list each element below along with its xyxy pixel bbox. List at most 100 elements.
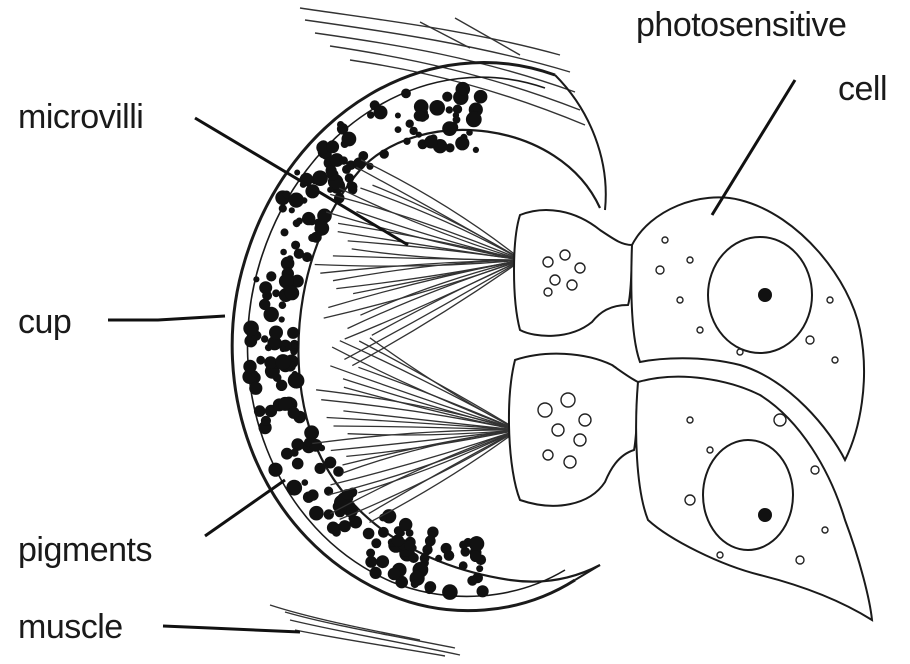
pigment-granule [363,528,375,540]
pigment-granule [340,156,348,164]
pigment-granule [395,126,402,133]
pigment-granule [286,480,302,496]
pigment-granule [317,209,332,224]
pigment-granule [339,520,351,532]
pigment-granule [442,92,452,102]
pigment-granule [366,549,375,558]
pigment-granule [395,113,401,119]
pigment-granule [261,416,271,426]
pigment-granule [441,543,452,554]
pigment-granule [425,586,433,594]
pigment-granule [459,87,467,95]
pigment-granule [304,438,313,447]
pigment-granule [459,561,468,570]
pigment-granule [275,354,291,370]
pigment-granule [453,105,462,114]
pigment-granule [288,407,300,419]
pigment-granule [243,321,259,337]
pigment-granule [326,140,339,153]
microvillus [332,347,518,430]
pigment-granule [279,316,285,322]
pigment-granule [285,286,299,300]
pigment-granule [442,584,458,600]
microvillus [344,260,522,359]
leader-muscle [163,626,300,632]
leader-microvilli [195,118,408,245]
label-cell: cell [838,72,887,106]
pigment-granules [242,82,488,600]
pigment-granule [327,187,333,193]
label-pigments: pigments [18,533,152,567]
pigment-granule [406,529,414,537]
pigment-granule [376,555,389,568]
pigment-granule [268,463,282,477]
pigment-granule [272,289,280,297]
pigment-granule [367,111,374,118]
pigment-granule [294,249,304,259]
pigment-granule [289,207,295,213]
pigment-granule [470,578,476,584]
leader-photosensitive [712,80,795,215]
pigment-granule [473,104,481,112]
pigment-granule [266,271,276,281]
pigment-granule [342,132,357,147]
pigment-granule [409,127,417,135]
leader-cup [108,316,225,320]
pigment-granule [337,121,344,128]
pigment-granule [254,405,266,417]
pigment-granule [256,356,265,365]
pigment-granule [429,100,445,116]
pigment-granule [470,551,481,562]
pigment-granule [388,568,401,581]
microvillus [340,341,518,430]
nucleolus-upper [758,288,772,302]
pigment-granule [474,90,488,104]
nucleolus-lower [758,508,772,522]
nucleus-lower [703,440,793,550]
pigment-granule [279,204,287,212]
pigment-granule [308,234,316,242]
label-muscle: muscle [18,610,123,644]
pigment-granule [276,380,287,391]
pigment-granule [287,255,294,262]
pigment-granule [269,326,283,340]
pigment-granule [347,181,356,190]
pigment-granule [342,165,351,174]
pigment-granule [259,281,272,294]
pigment-granule [401,89,411,99]
pigment-granule [292,458,304,470]
pigment-granule [466,112,482,128]
pigment-granule [302,212,315,225]
pigment-granule [459,541,468,550]
pigment-granule [304,425,319,440]
microvillus [352,260,522,366]
pigment-granule [460,134,467,141]
pigment-granule [249,382,262,395]
pigment-granule [279,301,287,309]
pigment-granule [446,106,453,113]
pigment-granule [473,147,479,153]
pigment-granule [476,565,483,572]
pigment-granule [280,346,286,352]
pigment-granule [411,580,419,588]
pigment-granule [294,170,300,176]
cup-edge-top [555,75,606,210]
pigment-granule [403,138,410,145]
pigment-granule [404,540,414,550]
pigment-granule [424,135,437,148]
pigment-granule [281,228,289,236]
microvillus [324,260,522,318]
pigment-granule [442,121,457,136]
pigment-granule [365,556,377,568]
pigment-granule [309,506,324,521]
pigment-granule [315,463,326,474]
label-photosensitive: photosensitive [636,8,846,42]
pigment-granule [370,567,382,579]
cell-lower-neck [509,354,638,506]
pigment-granule [307,489,318,500]
pigment-granule [314,221,329,236]
pigment-granule [406,120,414,128]
cup-edge-bottom [575,565,600,580]
microvillus [340,430,518,519]
leader-pigments [205,480,285,536]
